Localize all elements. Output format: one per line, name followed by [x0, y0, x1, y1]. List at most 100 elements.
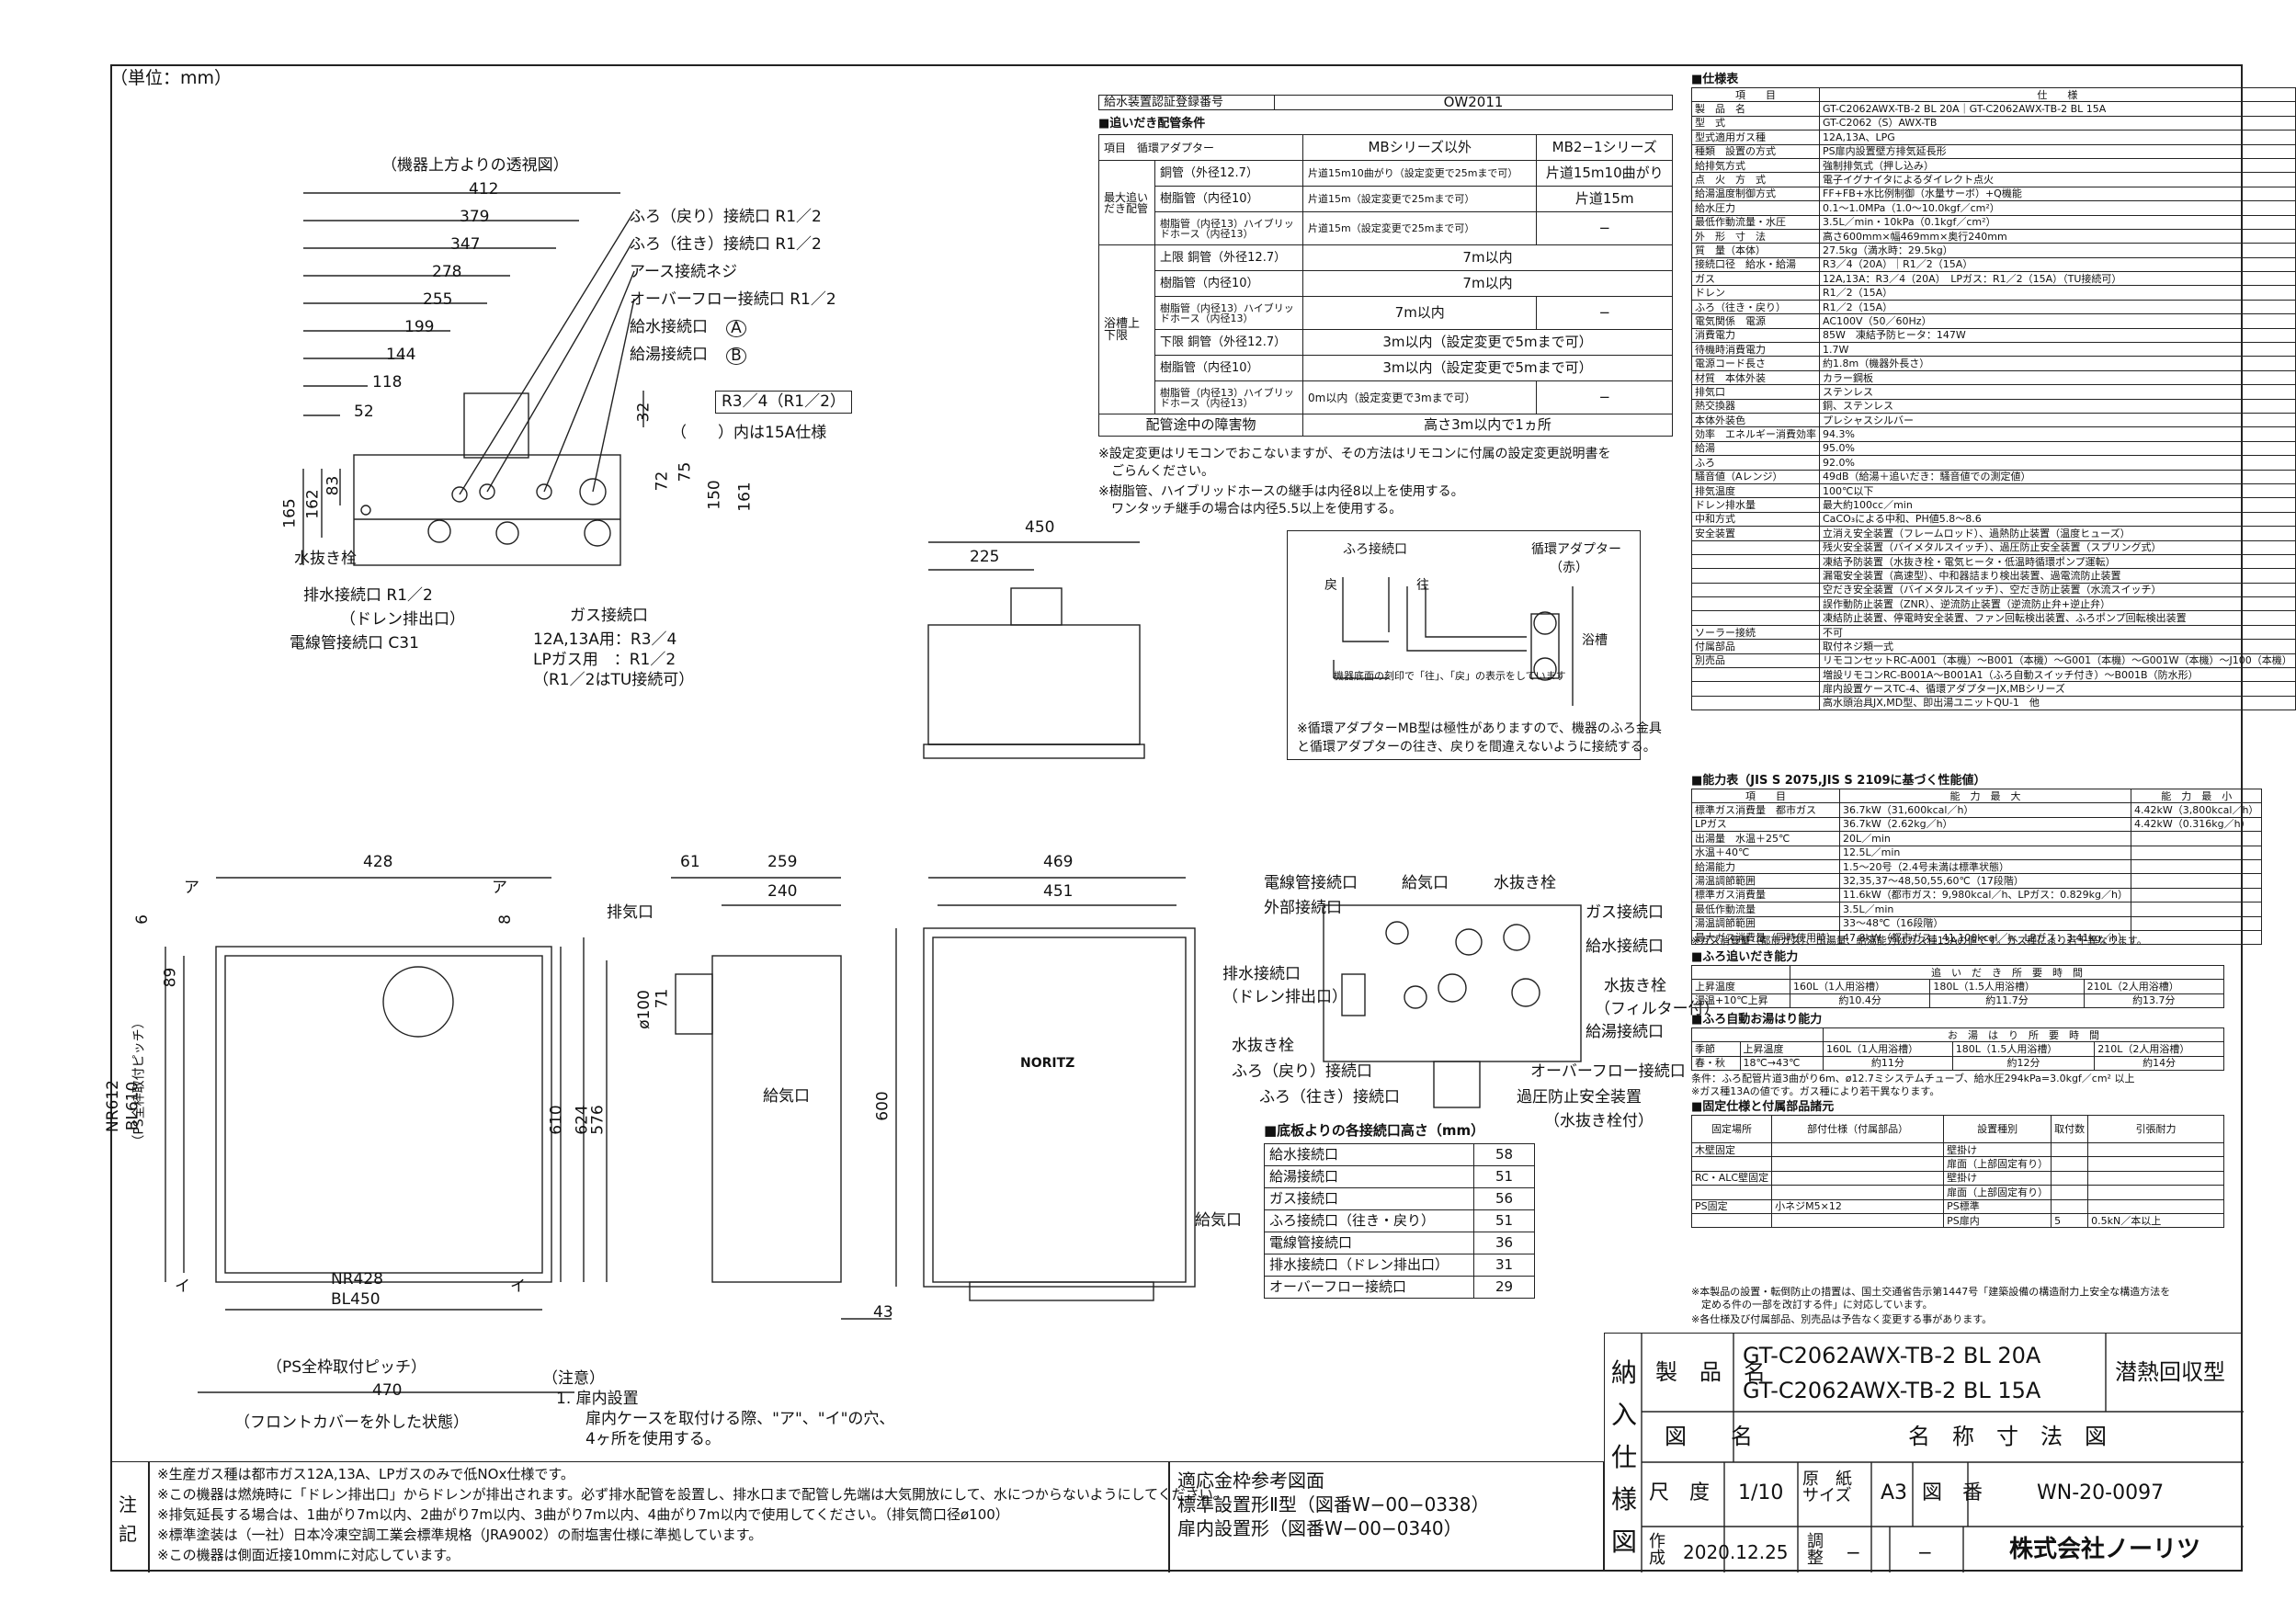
- label-drain-outlet: （ドレン排出口）: [340, 610, 465, 629]
- label-nr428: NR428: [331, 1270, 383, 1288]
- made-date: 2020.12.25: [1683, 1541, 1789, 1563]
- company-name: 株式会社ノーリツ: [2009, 1536, 2201, 1563]
- note-line: ※この機器は側面近接10mmに対応しています。: [157, 1547, 460, 1563]
- height-table-title: ■底板よりの各接続口高さ（mm）: [1264, 1122, 1485, 1139]
- autofill-cell: 春・秋: [1691, 1055, 1741, 1072]
- bl-hot: 給湯接続口: [1586, 1023, 1664, 1041]
- bl-drain: 排水接続口: [1222, 965, 1301, 983]
- bl-conduit: 電線管接続口: [1264, 874, 1358, 892]
- autofill-cell: 160L（1人用浴槽）: [1823, 1041, 1953, 1057]
- pipe-note: ※設定変更はリモコンでおこないますが、その方法はリモコンに付属の設定変更説明書を: [1098, 447, 1611, 461]
- spec-table-cell: 電源コード長さ: [1691, 356, 1820, 371]
- label-drain-connection: 排水接続口 R1／2: [303, 586, 433, 605]
- pipe-row: 銅管（外径12.7）: [1154, 160, 1303, 187]
- autofill-cell: 約11分: [1823, 1055, 1953, 1072]
- product-label: 製 品 名: [1655, 1359, 1766, 1385]
- spec-table-cell: リモコンセットRC-A001（本機）〜B001（本機）〜G001（本機）〜G00…: [1819, 653, 2296, 669]
- spec-table-cell: 騒音値（Aレンジ）: [1691, 469, 1820, 484]
- fixing-note: 定める件の一部を改訂する件」に対応しています。: [1691, 1299, 1933, 1311]
- cap-table-cell: 33〜48℃（16段階）: [1839, 915, 2131, 931]
- hole-i-right: イ: [510, 1277, 526, 1296]
- cap-table-cell: [2130, 929, 2263, 946]
- fix-table-cell: [1771, 1170, 1945, 1186]
- dim-412: 412: [469, 180, 499, 199]
- label-conduit: 電線管接続口 C31: [290, 634, 419, 653]
- pipe-row: 樹脂管（内径10）: [1154, 355, 1303, 381]
- obstacle-label: 配管途中の障害物: [1098, 414, 1303, 437]
- cap-table-cell: 標準ガス消費量 都市ガス: [1691, 802, 1840, 818]
- label-earth-screw: アース接続ネジ: [630, 263, 738, 281]
- dim-52: 52: [354, 403, 374, 421]
- height-row: 給水接続口: [1264, 1143, 1474, 1166]
- spec-table-cell: 給湯: [1691, 440, 1820, 457]
- height-row: ガス接続口: [1264, 1187, 1474, 1210]
- hole-a-right: ア: [492, 879, 507, 897]
- autofill-cell: 180L（1.5人用浴槽）: [1951, 1041, 2096, 1057]
- fixing-title: ■固定仕様と付属部品諸元: [1691, 1100, 1835, 1114]
- bl-drain-plug-filter: 水抜き栓: [1604, 977, 1666, 995]
- pipe-row: 銅管（外径12.7）: [1188, 335, 1287, 349]
- scale-label: 尺 度: [1649, 1481, 1711, 1504]
- reheat-cell: 湯温+10℃上昇: [1691, 993, 1790, 1009]
- autofill-cell: 上昇温度: [1739, 1041, 1824, 1057]
- cap-table-cell: [2130, 915, 2263, 931]
- fix-table-cell: [2051, 1141, 2089, 1158]
- note-line: ※生産ガス種は都市ガス12A,13A、LPガスのみで低NOx仕様です。: [157, 1466, 574, 1482]
- label-overflow: オーバーフロー接続口 R1／2: [630, 290, 836, 309]
- pipe-cell: 片道15m: [1536, 186, 1673, 212]
- height-value: 56: [1473, 1187, 1535, 1210]
- autofill-note: 条件：ふろ配管片道3曲がり6m、ø12.7ミシステムチューブ、給水圧294kPa…: [1691, 1073, 2135, 1084]
- spec-table-cell: 消費電力: [1691, 327, 1820, 344]
- spec-table-cell: 凍結予防装置（水抜き栓・電気ヒータ・低温時循環ポンプ運転）: [1819, 553, 2296, 570]
- fixing-table: 固定場所部付仕様（付属部品）設置種別取付数引張耐力 木壁固定壁掛け扉面（上部固定…: [1690, 1115, 2224, 1229]
- fixing-note: ※各仕様及び付属部品、別売品は予告なく変更する事があります。: [1691, 1313, 1993, 1325]
- spec-table-cell: 85W 凍結予防ヒータ：147W: [1819, 327, 2296, 344]
- fix-table-cell: [2087, 1185, 2224, 1200]
- spec-table-cell: 型式適用ガス種: [1691, 130, 1820, 145]
- drawing-num-label: 図 番: [1922, 1481, 1983, 1504]
- install-note-line: 1. 扉内設置: [556, 1390, 639, 1408]
- dim-240: 240: [767, 882, 798, 901]
- spec-table-cell: 製 品 名: [1691, 101, 1820, 117]
- spec-table-cell: FF+FB+水比例制御（水量サーボ）+Q機能: [1819, 186, 2296, 202]
- bl-overflow: オーバーフロー接続口: [1530, 1062, 1686, 1081]
- height-value: 51: [1473, 1209, 1535, 1232]
- height-row: 排水接続口（ドレン排出口）: [1264, 1254, 1474, 1277]
- cap-table-cell: 20L／min: [1839, 831, 2131, 846]
- hole-a-left: ア: [184, 879, 199, 897]
- label-intake-front: 給気口: [1195, 1211, 1242, 1230]
- label-exhaust: 排気口: [607, 903, 654, 922]
- fix-table-cell: 5: [2051, 1212, 2089, 1229]
- spec-table-cell: 不可: [1819, 624, 2296, 641]
- fix-table-cell: [2051, 1170, 2089, 1186]
- obstacle-value: 高さ3m以内で1ヵ所: [1302, 414, 1673, 437]
- title-block: 納入仕様図 製 品 名 GT-C2062AWX-TB-2 BL 20A GT-C…: [1604, 1333, 2244, 1572]
- cap-table-cell: 1.5〜20号（2.4号未満は標準状態）: [1839, 858, 2131, 875]
- drawing-label: 図 名: [1665, 1424, 1753, 1449]
- capacity-title: ■能力表（JIS S 2075,JIS S 2109に基づく性能値）: [1691, 774, 1986, 788]
- pipe-row: 樹脂管（内径13）ハイブリッドホース（内径13）: [1154, 380, 1303, 414]
- spec-table-cell: 点 火 方 式: [1691, 172, 1820, 187]
- spec-table-cell: 12A,13A：R3／4（20A） LPガス：R1／2（15A）（TU接続可）: [1819, 271, 2296, 287]
- autofill-cell: 210L（2人用浴槽）: [2094, 1041, 2224, 1057]
- reheat-cell: 上昇温度: [1691, 979, 1790, 994]
- fix-table-cell: 木壁固定: [1690, 1141, 1773, 1158]
- label-cover-removed: （フロントカバーを外した状態）: [234, 1413, 469, 1432]
- cap-table-cell: 4.42kW（0.316kg／h）: [2130, 816, 2263, 833]
- note-line: ※この機器は燃焼時に「ドレン排出口」からドレンが排出されます。必ず排水配管を設置…: [157, 1486, 1227, 1503]
- drawing-number: WN-20-0097: [2037, 1481, 2165, 1504]
- spec-table-cell: GT-C2062（S）AWX-TB: [1819, 115, 2296, 131]
- cap-table-cell: 36.7kW（31,600kcal／h）: [1839, 802, 2131, 818]
- label-drain-plug: 水抜き栓: [294, 550, 357, 568]
- label-bath-supply: ふろ（往き）接続口 R1／2: [630, 235, 822, 254]
- autofill-cell: 18℃→43℃: [1739, 1055, 1824, 1072]
- adapter-note: ※循環アダプターMB型は極性がありますので、機器のふろ金具: [1297, 721, 1662, 736]
- spec-table-cell: [1691, 695, 1820, 711]
- check-dash-2: −: [1917, 1541, 1933, 1563]
- made-label: 作 成: [1649, 1532, 1682, 1568]
- label-gas-city: 12A,13A用：R3／4: [533, 630, 677, 649]
- height-value: 31: [1473, 1254, 1535, 1277]
- bl-drain-plug-top: 水抜き栓: [1494, 874, 1556, 892]
